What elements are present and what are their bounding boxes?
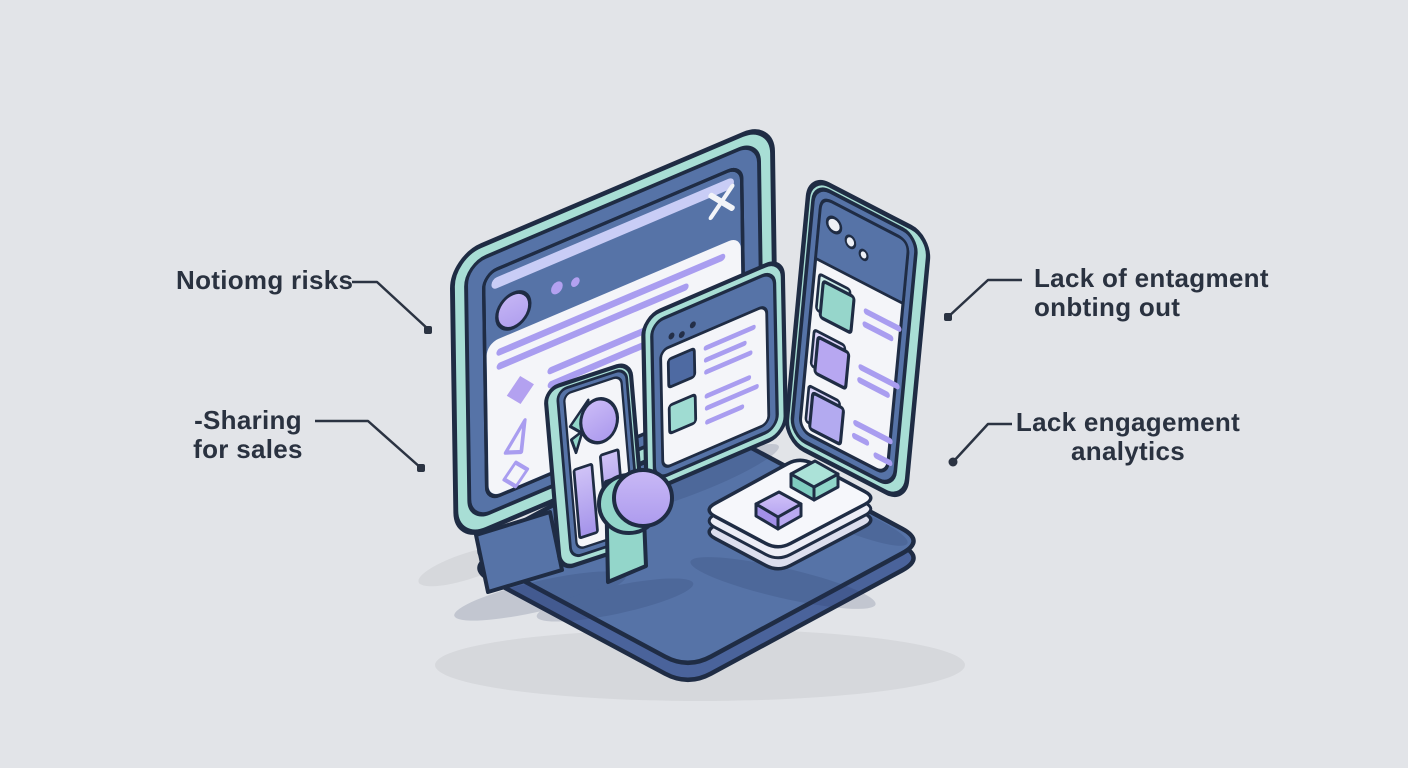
- callout-line-top-left: [352, 280, 429, 330]
- teal-cube: [789, 459, 840, 502]
- callout-leaders: [315, 278, 1022, 469]
- phone-mockup-right: [784, 179, 931, 498]
- bell-icon: [568, 397, 620, 455]
- card-thumbnail-teal: [667, 393, 698, 435]
- callout-text: for sales: [193, 434, 303, 464]
- card-text-lines: [703, 324, 759, 425]
- callout-text: Lack of entagment: [1034, 263, 1269, 293]
- callout-text: onbting out: [1034, 292, 1181, 322]
- list-cube-teal: [815, 273, 856, 334]
- callout-label-bottom-right: Lack engagement analytics: [1008, 408, 1248, 466]
- checkmark-outline-icon: [503, 418, 527, 455]
- list-diamond-bullet: [506, 375, 534, 404]
- callout-text: analytics: [1071, 436, 1185, 466]
- checkbox-outline-icon: [502, 460, 530, 489]
- callout-text: Notiomg risks: [176, 265, 354, 295]
- callout-label-bottom-left: -Sharing for sales: [178, 406, 318, 464]
- list-cube-purple-2: [804, 384, 845, 446]
- phone-text-lines: [851, 308, 902, 467]
- list-cube-purple-1: [809, 329, 851, 390]
- top-bezel-stripe: [491, 178, 734, 289]
- callout-line-bottom-left: [315, 419, 422, 469]
- close-icon: [708, 183, 735, 221]
- avatar-icon: [495, 290, 532, 331]
- camera-dots-icon: [825, 215, 869, 262]
- callout-dots: [417, 313, 958, 472]
- card-stack: [707, 458, 873, 571]
- monitor-stand: [474, 510, 564, 594]
- browser-card: [641, 261, 788, 490]
- callout-label-top-left: Notiomg risks: [176, 266, 353, 295]
- megaphone-icon: [597, 468, 674, 584]
- window-dots-icon: [668, 321, 696, 340]
- card-thumbnail-blue: [666, 347, 697, 389]
- callout-line-bottom-right: [952, 422, 1012, 463]
- callout-line-top-right: [947, 278, 1022, 318]
- callout-text: Lack engagement: [1015, 407, 1241, 437]
- callout-label-top-right: Lack of entagment onbting out: [1034, 264, 1269, 322]
- header-dots-icon: [551, 277, 580, 295]
- callout-text: -Sharing: [194, 405, 302, 435]
- purple-cube: [754, 490, 803, 531]
